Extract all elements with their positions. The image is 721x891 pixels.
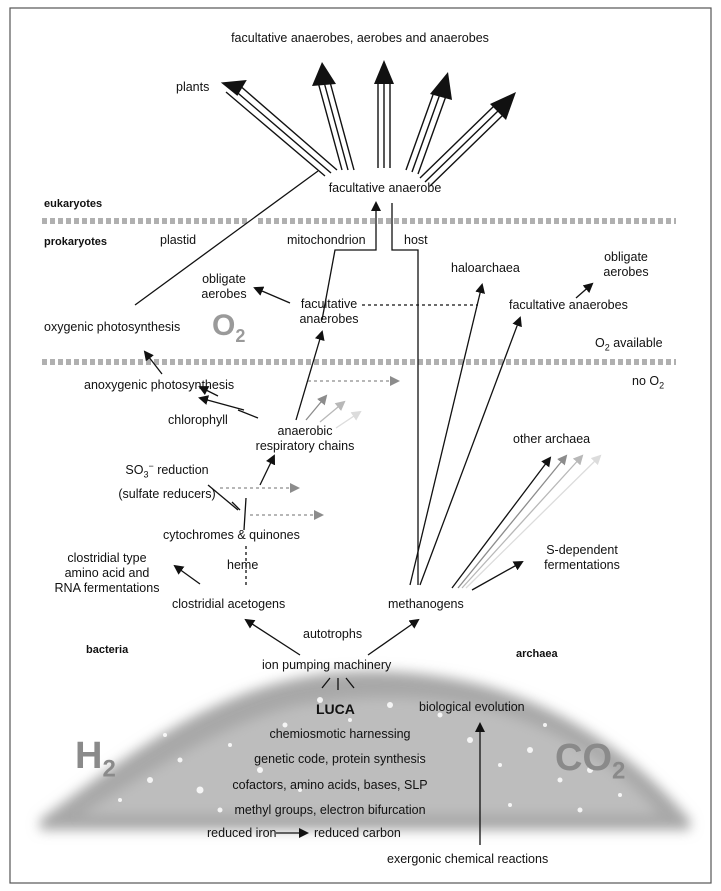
label-clostridial-type: clostridial type amino acid and RNA ferm… [54,551,160,595]
label-facultative-anaerobes-right: facultative anaerobes [509,298,628,312]
chlor-conn [237,409,259,419]
arrow-obligate-aerobes-left [253,286,291,304]
label-methyl-groups: methyl groups, electron bifurcation [234,803,426,817]
label-ion-pumping: ion pumping machinery [262,658,392,672]
so3-conn [231,501,241,511]
label-reduced-iron: reduced iron [207,826,277,840]
label-other-archaea: other archaea [513,432,591,446]
label-oxygenic-photosynthesis: oxygenic photosynthesis [44,320,181,334]
label-anaerobic-respiratory-chains: anaerobic respiratory chains [255,424,355,453]
label-haloarchaea: haloarchaea [451,261,520,275]
label-methanogens: methanogens [388,597,464,611]
separators [42,218,676,365]
label-facultative-anaerobes-mid: facultative anaerobes [299,297,359,326]
arrow-other-archaea-1 [451,456,552,589]
label-h2: H2 [75,735,116,783]
label-heme: heme [227,558,259,572]
label-chemiosmotic: chemiosmotic harnessing [269,727,411,741]
label-host: host [404,233,428,247]
arrow-to-facultative-mid [295,330,325,421]
arrow-anoxygenic [198,386,219,397]
arrow-facultative-right [419,316,522,586]
arrow-anaerobic-gray-2 [319,400,346,423]
host-line [391,203,419,320]
arrow-other-archaea-2 [457,454,568,589]
arrow-anaerobic [259,454,276,486]
luca-conn1 [321,677,331,689]
label-mitochondrion: mitochondrion [287,233,366,247]
arrow-chlorophyll [198,395,245,411]
arrow-up-4 [405,72,452,175]
arrow-up-2 [312,62,355,171]
arrow-other-archaea-4 [465,454,602,589]
arrow-to-plants [220,80,338,177]
arrow-clostridial-type [173,564,201,585]
luca-conn3 [345,677,355,689]
label-s-dependent-fermentations: S-dependent fermentations [544,543,620,572]
label-clostridial-acetogens: clostridial acetogens [172,597,286,611]
arrow-anaerobic-gray-3 [335,410,362,429]
lines [134,170,594,845]
label-co2: CO2 [555,737,626,785]
label-chlorophyll: chlorophyll [168,413,228,427]
arrow-up-5 [419,92,516,187]
label-so3-reduction: SO3− reduction (sulfate reducers) [118,461,216,501]
top-arrows [220,60,516,187]
cyto-connector [243,497,247,531]
label-autotrophs: autotrophs [303,627,363,641]
label-biological-evolution: biological evolution [419,700,525,714]
label-o2-big: O2 [212,309,246,347]
label-prokaryotes: prokaryotes [44,236,107,248]
label-genetic-code: genetic code, protein synthesis [254,752,426,766]
arrow-to-methanogens [367,618,420,656]
arrow-other-archaea-3 [461,454,584,589]
label-archaea: archaea [516,648,558,660]
label-plastid: plastid [160,233,197,247]
label-eukaryotes: eukaryotes [44,198,103,210]
arrow-to-acetogens [244,618,301,656]
arrow-up-3 [374,60,394,168]
label-cofactors: cofactors, amino acids, bases, SLP [232,778,428,792]
arrow-oxygenic [143,350,163,375]
label-exergonic: exergonic chemical reactions [387,852,549,866]
label-obligate-aerobes-left: obligate aerobes [201,272,247,301]
branch-left [207,484,239,511]
label-no-o2: no O2 [632,374,665,391]
label-bacteria: bacteria [86,644,129,656]
label-obligate-aerobes-right: obligate aerobes [603,250,649,279]
figure-border [9,7,712,884]
title-top: facultative anaerobes, aerobes and anaer… [231,31,489,45]
arrow-haloarchaea [409,283,485,586]
arrow-s-dependent [471,561,524,591]
label-anoxygenic-photosynthesis: anoxygenic photosynthesis [84,378,235,392]
mound-speckles [118,697,622,813]
gray-arrows [220,376,602,589]
mitochondrion-line [321,201,381,321]
label-plants: plants [176,80,210,94]
arrow-anaerobic-gray-1 [305,394,328,421]
label-luca: LUCA [316,701,355,717]
mound [40,671,690,830]
label-facultative-anaerobe: facultative anaerobe [328,181,442,195]
label-reduced-carbon: reduced carbon [314,826,401,840]
plastid-line [134,170,319,306]
arrow-obligate-aerobes-right [575,282,594,299]
label-cytochromes-quinones: cytochromes & quinones [163,528,300,542]
label-o2-available: O2 available [595,336,663,353]
